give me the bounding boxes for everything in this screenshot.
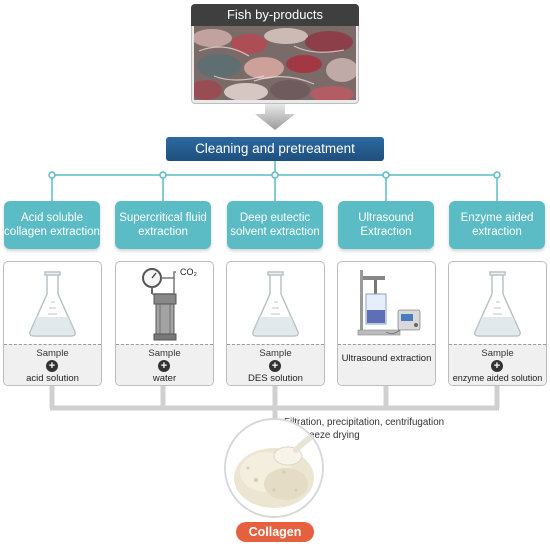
sample-card-enzyme: Sample + enzyme aided solution [448, 261, 547, 386]
solution-label: DES solution [248, 373, 303, 384]
ultrasound-result-label: Ultrasound extraction [341, 353, 432, 364]
solution-label: acid solution [26, 373, 79, 384]
sample-card-footer: Sample + acid solution [4, 344, 101, 385]
co2-label: CO₂ [180, 267, 198, 277]
fish-by-products-image [194, 26, 356, 100]
sample-card-footer: Sample + DES solution [227, 344, 324, 385]
sample-card-footer: Sample + enzyme aided solution [449, 344, 546, 385]
node-dot-1 [48, 171, 56, 179]
ultrasound-device-icon [357, 270, 421, 336]
solution-label: enzyme aided solution [452, 373, 543, 383]
node-dot-3 [271, 171, 279, 179]
down-arrow-icon [255, 104, 295, 130]
sample-label: Sample [481, 348, 514, 359]
erlenmeyer-flask-icon [29, 271, 76, 337]
supercritical-vessel-icon: CO₂ [142, 267, 198, 341]
sample-label: Sample [148, 348, 181, 359]
sample-label: Sample [36, 348, 69, 359]
method-deep-eutectic: Deep eutectic solvent extraction [227, 201, 323, 249]
solution-label: water [152, 373, 177, 384]
plus-icon: + [491, 360, 503, 372]
cleaning-pretreatment-banner: Cleaning and pretreatment [166, 137, 384, 161]
method-ultrasound: Ultrasound Extraction [338, 201, 434, 249]
sample-card-acid: Sample + acid solution [3, 261, 102, 386]
erlenmeyer-flask-icon [252, 271, 299, 337]
sample-card-footer: Sample + water [116, 344, 213, 385]
sample-card-ultrasound: Ultrasound extraction [337, 261, 436, 386]
collagen-label: Collagen [236, 522, 314, 542]
collagen-powder-image [224, 418, 324, 518]
monitor-title: Fish by-products [191, 4, 359, 26]
sample-card-des: Sample + DES solution [226, 261, 325, 386]
method-supercritical-fluid: Supercritical fluid extraction [115, 201, 211, 249]
sample-card-footer: Ultrasound extraction [338, 344, 435, 385]
plus-icon: + [269, 360, 281, 372]
plus-icon: + [46, 360, 58, 372]
sample-label: Sample [259, 348, 292, 359]
post-processing-text: Filtration, precipitation, centrifugatio… [284, 417, 445, 441]
plus-icon: + [158, 360, 170, 372]
node-dot-4 [382, 171, 390, 179]
erlenmeyer-flask-icon [474, 271, 521, 337]
method-enzyme-aided: Enzyme aided extraction [449, 201, 545, 249]
node-dot-2 [159, 171, 167, 179]
method-acid-soluble: Acid soluble collagen extraction [4, 201, 100, 249]
node-dot-5 [493, 171, 501, 179]
sample-card-supercritical: CO₂ Sample + water [115, 261, 214, 386]
